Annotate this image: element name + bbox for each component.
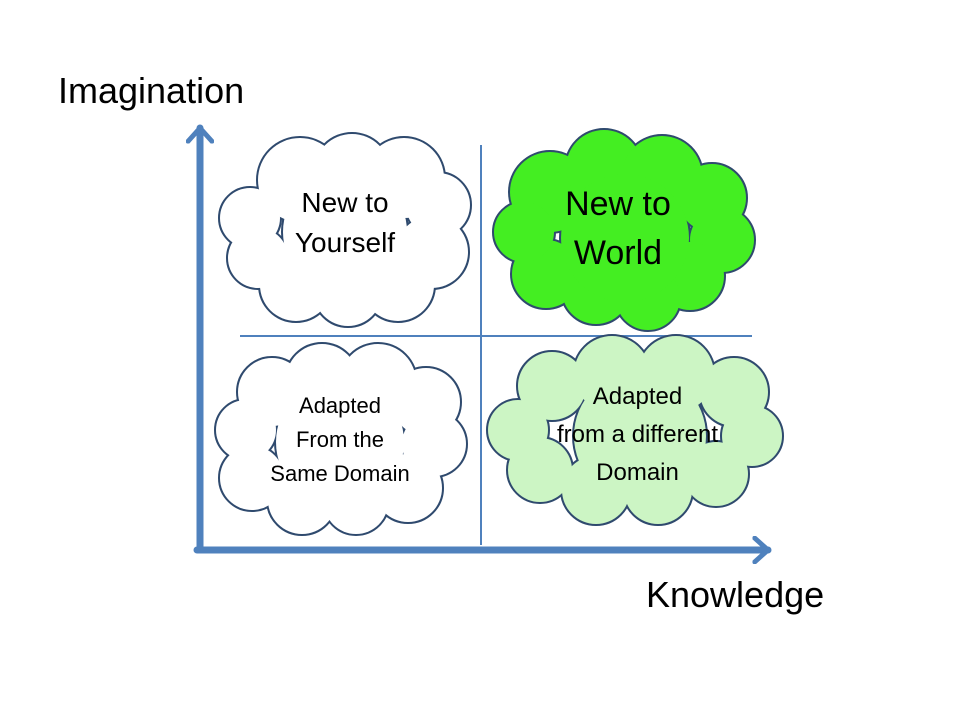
- cloud-label-line: Yourself: [294, 227, 396, 258]
- cloud-adapted-same-domain: [214, 342, 468, 536]
- cloud-bump-fill: [220, 446, 284, 510]
- cloud-label-line: New to: [301, 187, 389, 218]
- cloud-label-line: New to: [565, 185, 671, 223]
- cloud-bump-fill: [276, 378, 404, 506]
- cloud-new-to-world: [492, 128, 756, 332]
- cloud-bump-fill: [494, 202, 554, 262]
- cloud-label-line: from a different: [557, 421, 718, 448]
- cloud-label-line: Domain: [596, 459, 679, 486]
- cloud-bump-fill: [488, 400, 548, 460]
- cloud-adapted-different-domain: [486, 334, 784, 526]
- cloud-bump-fill: [216, 400, 276, 460]
- cloud-label-new-to-world: New to World: [518, 180, 718, 278]
- cloud-bump-fill: [283, 170, 407, 294]
- cloud-bump-fill: [574, 370, 706, 502]
- cloud-bump-fill: [220, 188, 280, 248]
- cloud-label-line: World: [573, 234, 663, 272]
- cloud-label-line: Same Domain: [270, 461, 410, 486]
- x-axis-label: Knowledge: [646, 574, 825, 615]
- y-axis-label: Imagination: [58, 70, 245, 111]
- cloud-label-line: From the: [295, 427, 385, 452]
- cloud-label-new-to-yourself: New to Yourself: [245, 183, 445, 263]
- cloud-new-to-yourself: [218, 132, 472, 328]
- cloud-bump-fill: [518, 352, 586, 420]
- cloud-label-adapted-different-domain: Adapted from a different Domain: [525, 378, 750, 492]
- cloud-label-line: Adapted: [299, 393, 381, 418]
- cloud-label-line: Adapted: [592, 383, 683, 410]
- cloud-bump-fill: [561, 174, 689, 302]
- cloud-label-adapted-same-domain: Adapted From the Same Domain: [240, 389, 440, 491]
